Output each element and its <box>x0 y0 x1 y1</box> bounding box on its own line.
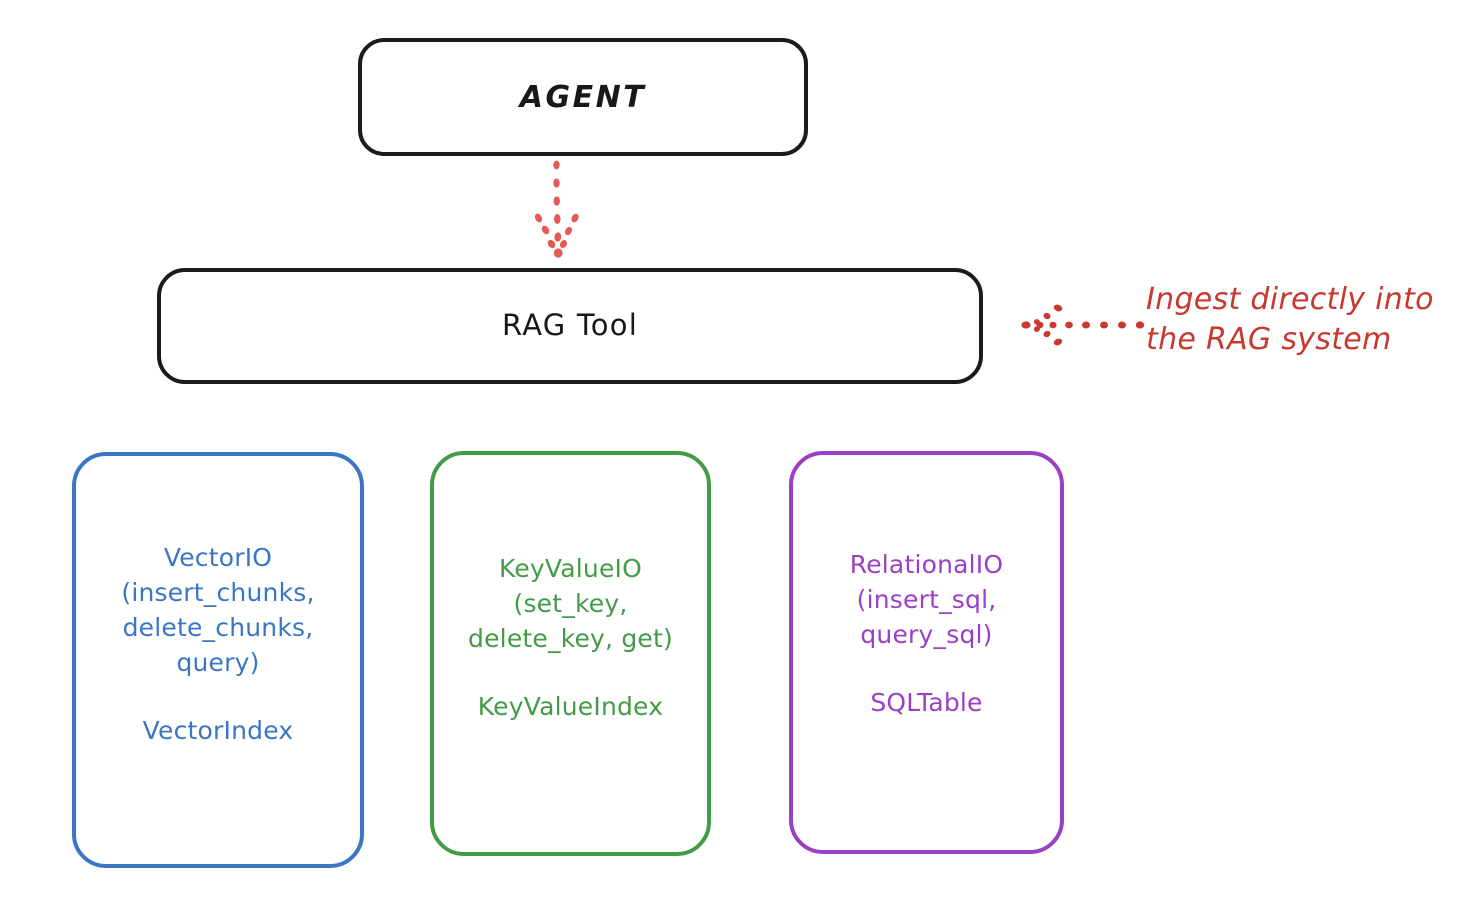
vector-io-api-label: VectorIO (insert_chunks, delete_chunks, … <box>121 543 315 677</box>
vector-io-node[interactable]: VectorIO (insert_chunks, delete_chunks, … <box>72 452 364 868</box>
rag-tool-node-label: RAG Tool <box>502 308 638 343</box>
relational-io-api-label: RelationalIO (insert_sql, query_sql) <box>849 550 1004 649</box>
relational-io-index-label: SQLTable <box>870 688 983 717</box>
ingest-annotation-label: Ingest directly into the RAG system <box>1146 282 1434 357</box>
relational-io-content: RelationalIO (insert_sql, query_sql) SQL… <box>793 455 1060 717</box>
vector-io-index-label: VectorIndex <box>142 716 294 745</box>
key-value-io-index-label: KeyValueIndex <box>477 692 664 721</box>
key-value-io-api-label: KeyValueIO (set_key, delete_key, get) <box>468 554 673 653</box>
key-value-io-node[interactable]: KeyValueIO (set_key, delete_key, get) Ke… <box>430 451 711 856</box>
agent-node-label: AGENT <box>519 79 647 115</box>
ingest-pointer-arrow <box>1021 304 1145 346</box>
agent-node[interactable]: AGENT <box>358 38 808 156</box>
vector-io-content: VectorIO (insert_chunks, delete_chunks, … <box>76 456 360 745</box>
relational-io-node[interactable]: RelationalIO (insert_sql, query_sql) SQL… <box>789 451 1064 854</box>
key-value-io-content: KeyValueIO (set_key, delete_key, get) Ke… <box>434 455 707 721</box>
rag-tool-node[interactable]: RAG Tool <box>157 268 983 384</box>
agent-to-rag-tool-arrow <box>534 160 579 258</box>
